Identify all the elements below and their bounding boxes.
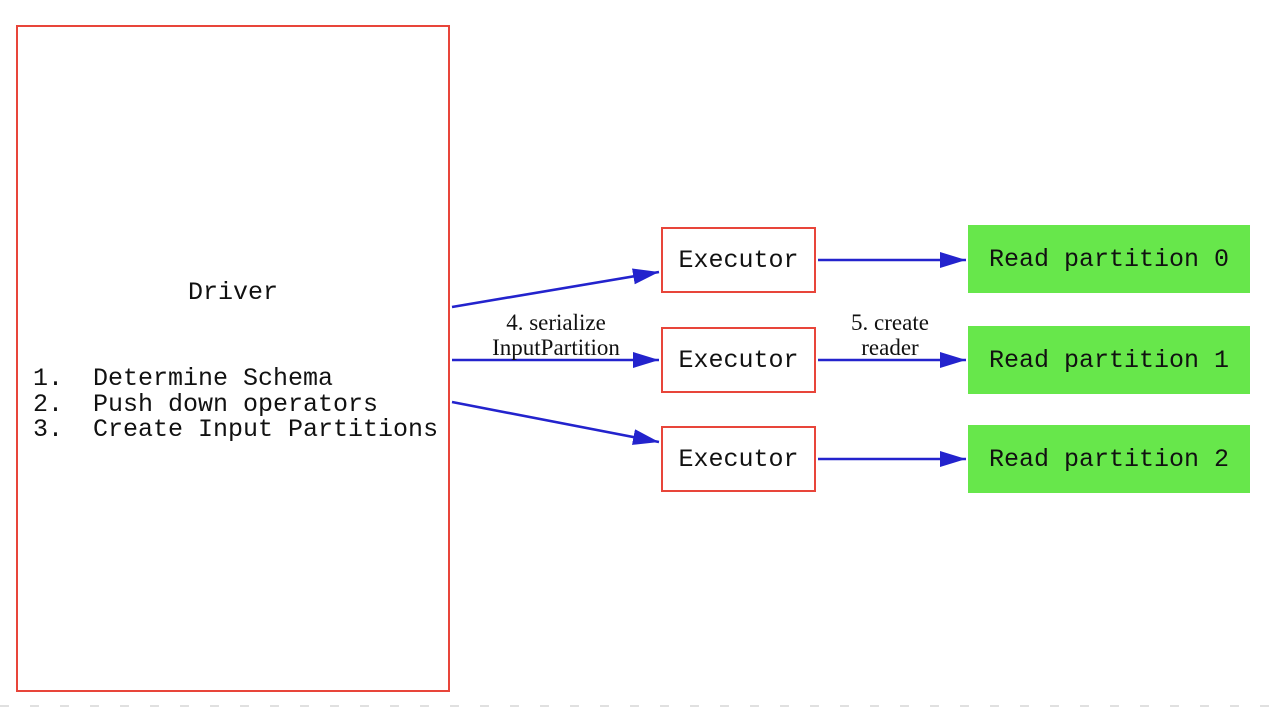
partition-box-1: Read partition 1 (968, 326, 1250, 394)
driver-steps-list: 1. Determine Schema 2. Push down operato… (33, 364, 439, 444)
bottom-dotted-artifact-line (0, 705, 1270, 707)
serialize-label-line2: InputPartition (492, 335, 620, 360)
executor-label: Executor (678, 444, 799, 474)
executor-box-0: Executor (661, 227, 816, 293)
create-reader-label-line1: 5. create (851, 310, 929, 335)
serialize-label-line1: 4. serialize (506, 310, 606, 335)
partition-label: Read partition 2 (988, 444, 1230, 474)
partition-box-0: Read partition 0 (968, 225, 1250, 293)
partition-box-2: Read partition 2 (968, 425, 1250, 493)
serialize-inputpartition-label: 4. serialize InputPartition (446, 310, 666, 360)
executor-box-2: Executor (661, 426, 816, 492)
executor-box-1: Executor (661, 327, 816, 393)
driver-title: Driver (187, 278, 278, 307)
create-reader-label: 5. create reader (800, 310, 980, 360)
executor-label: Executor (678, 245, 799, 275)
arrow-driver-to-executor-0 (451, 268, 660, 309)
executor-label: Executor (678, 345, 799, 375)
arrow-driver-to-executor-2 (451, 400, 660, 445)
partition-label: Read partition 1 (988, 345, 1230, 375)
create-reader-label-line2: reader (861, 335, 919, 360)
driver-box: Driver 1. Determine Schema 2. Push down … (16, 25, 450, 692)
partition-label: Read partition 0 (988, 244, 1230, 274)
